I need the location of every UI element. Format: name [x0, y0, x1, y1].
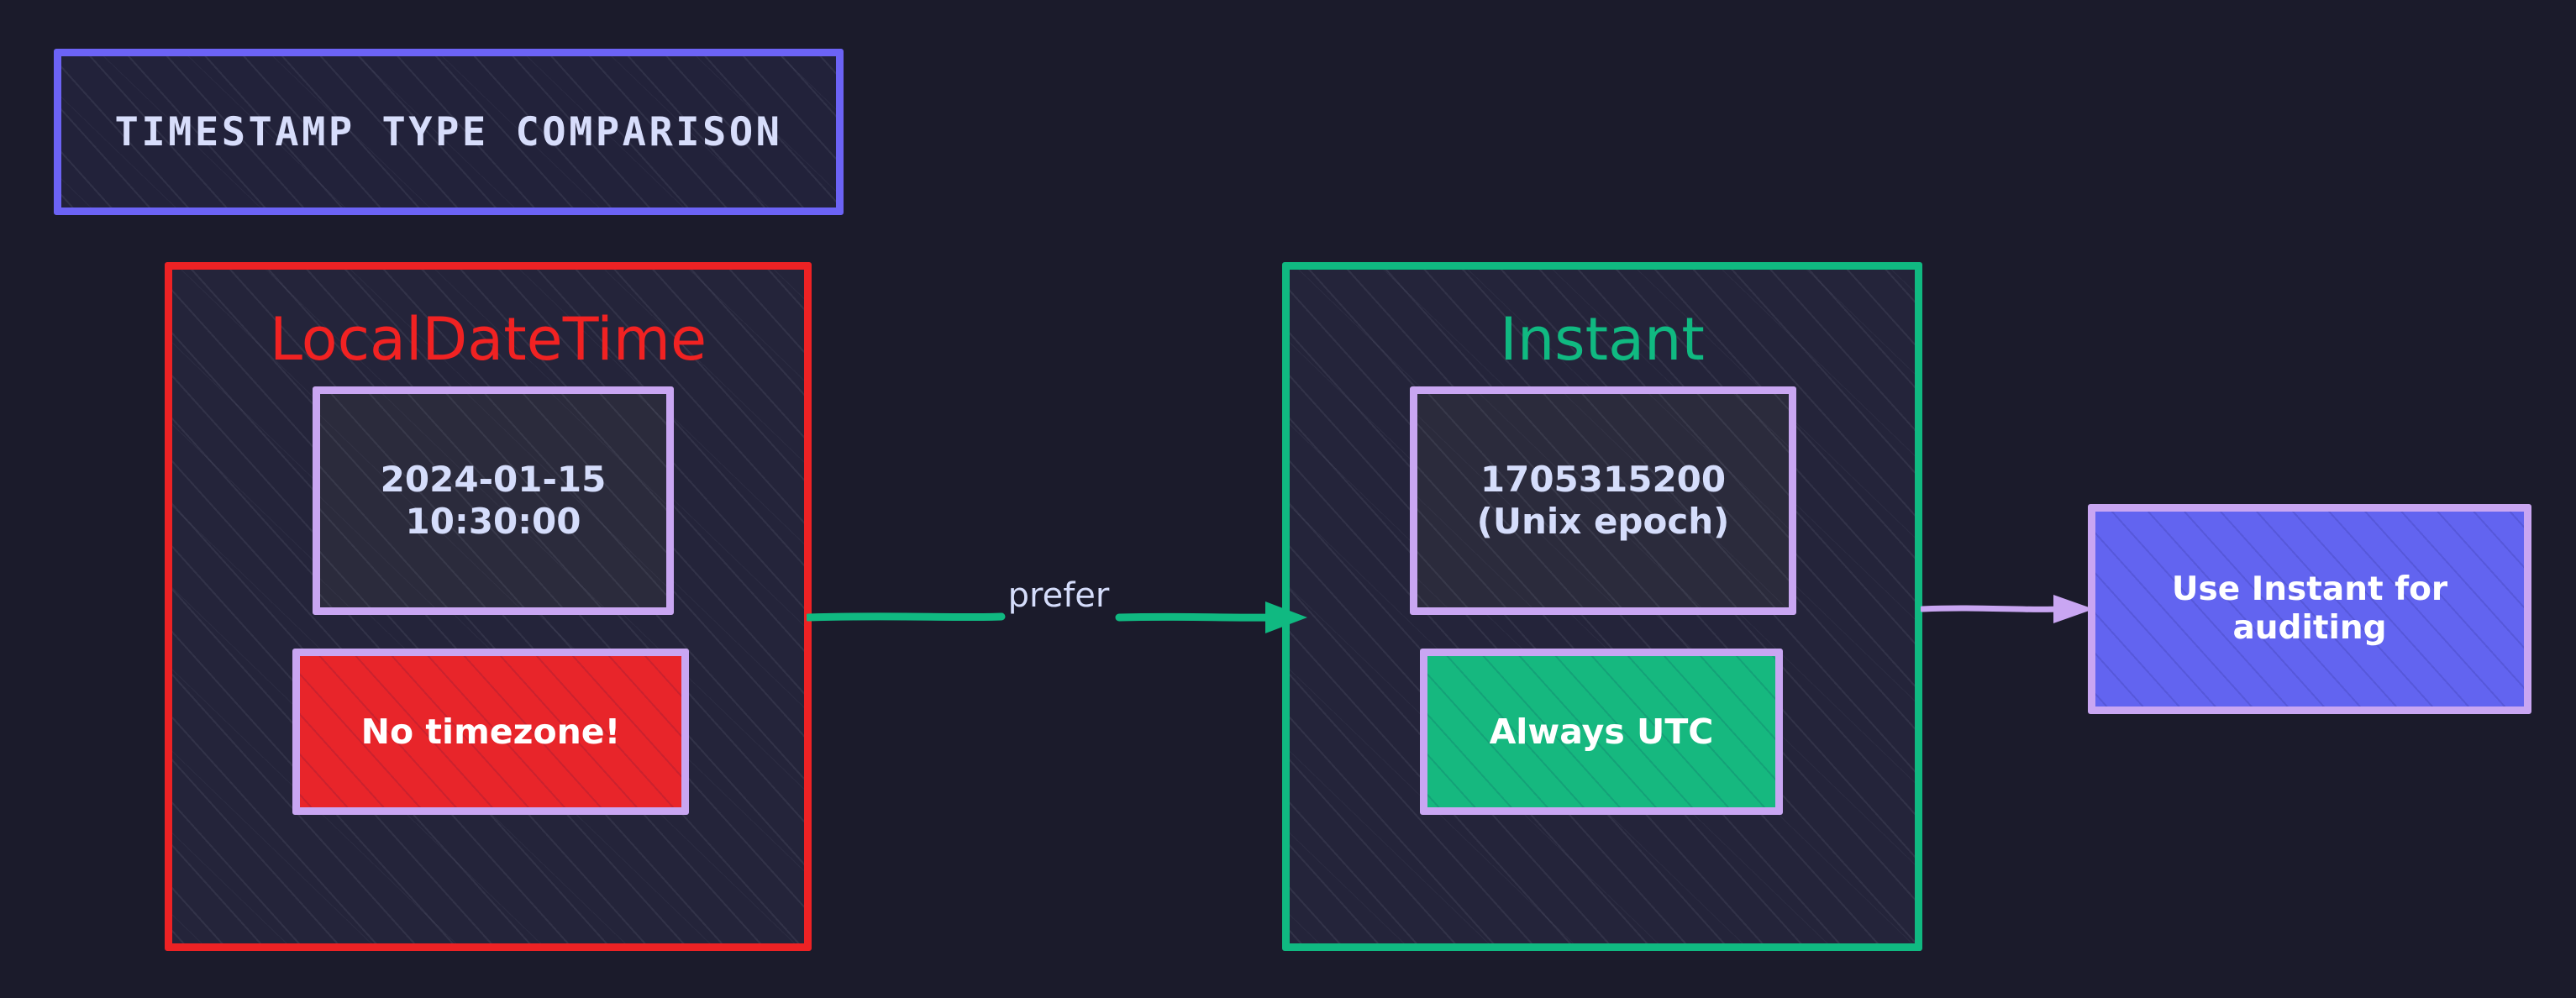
advice-line2: auditing: [2232, 609, 2387, 647]
instant-value-line2: (Unix epoch): [1476, 501, 1730, 542]
instant-heading: Instant: [1500, 305, 1705, 374]
no-timezone-label: No timezone!: [360, 711, 621, 752]
advice-node[interactable]: Use Instant for auditing: [2088, 504, 2531, 714]
always-utc-badge: Always UTC: [1420, 649, 1783, 815]
instant-value-box: 1705315200 (Unix epoch): [1410, 386, 1796, 615]
title-banner: TIMESTAMP TYPE COMPARISON: [54, 49, 844, 215]
prefer-arrow-icon: [807, 601, 1307, 633]
localdatetime-node[interactable]: LocalDateTime: [165, 262, 812, 951]
localdatetime-heading: LocalDateTime: [269, 305, 707, 374]
page-title: TIMESTAMP TYPE COMPARISON: [114, 108, 783, 155]
advice-line1: Use Instant for: [2171, 570, 2448, 608]
localdatetime-value-line1: 2024-01-15: [380, 459, 607, 501]
instant-node[interactable]: Instant: [1282, 262, 1922, 951]
localdatetime-value-box: 2024-01-15 10:30:00: [313, 386, 674, 615]
prefer-arrow-label: prefer: [1007, 576, 1110, 615]
no-timezone-badge: No timezone!: [292, 649, 689, 815]
localdatetime-value-line2: 10:30:00: [405, 501, 581, 542]
localdatetime-value: 2024-01-15 10:30:00: [320, 394, 666, 607]
advice-label: Use Instant for auditing: [2095, 512, 2524, 706]
to-advice-arrow-icon: [1921, 595, 2094, 623]
instant-value-line1: 1705315200: [1480, 459, 1727, 501]
instant-value: 1705315200 (Unix epoch): [1417, 394, 1789, 607]
always-utc-label: Always UTC: [1489, 711, 1714, 752]
